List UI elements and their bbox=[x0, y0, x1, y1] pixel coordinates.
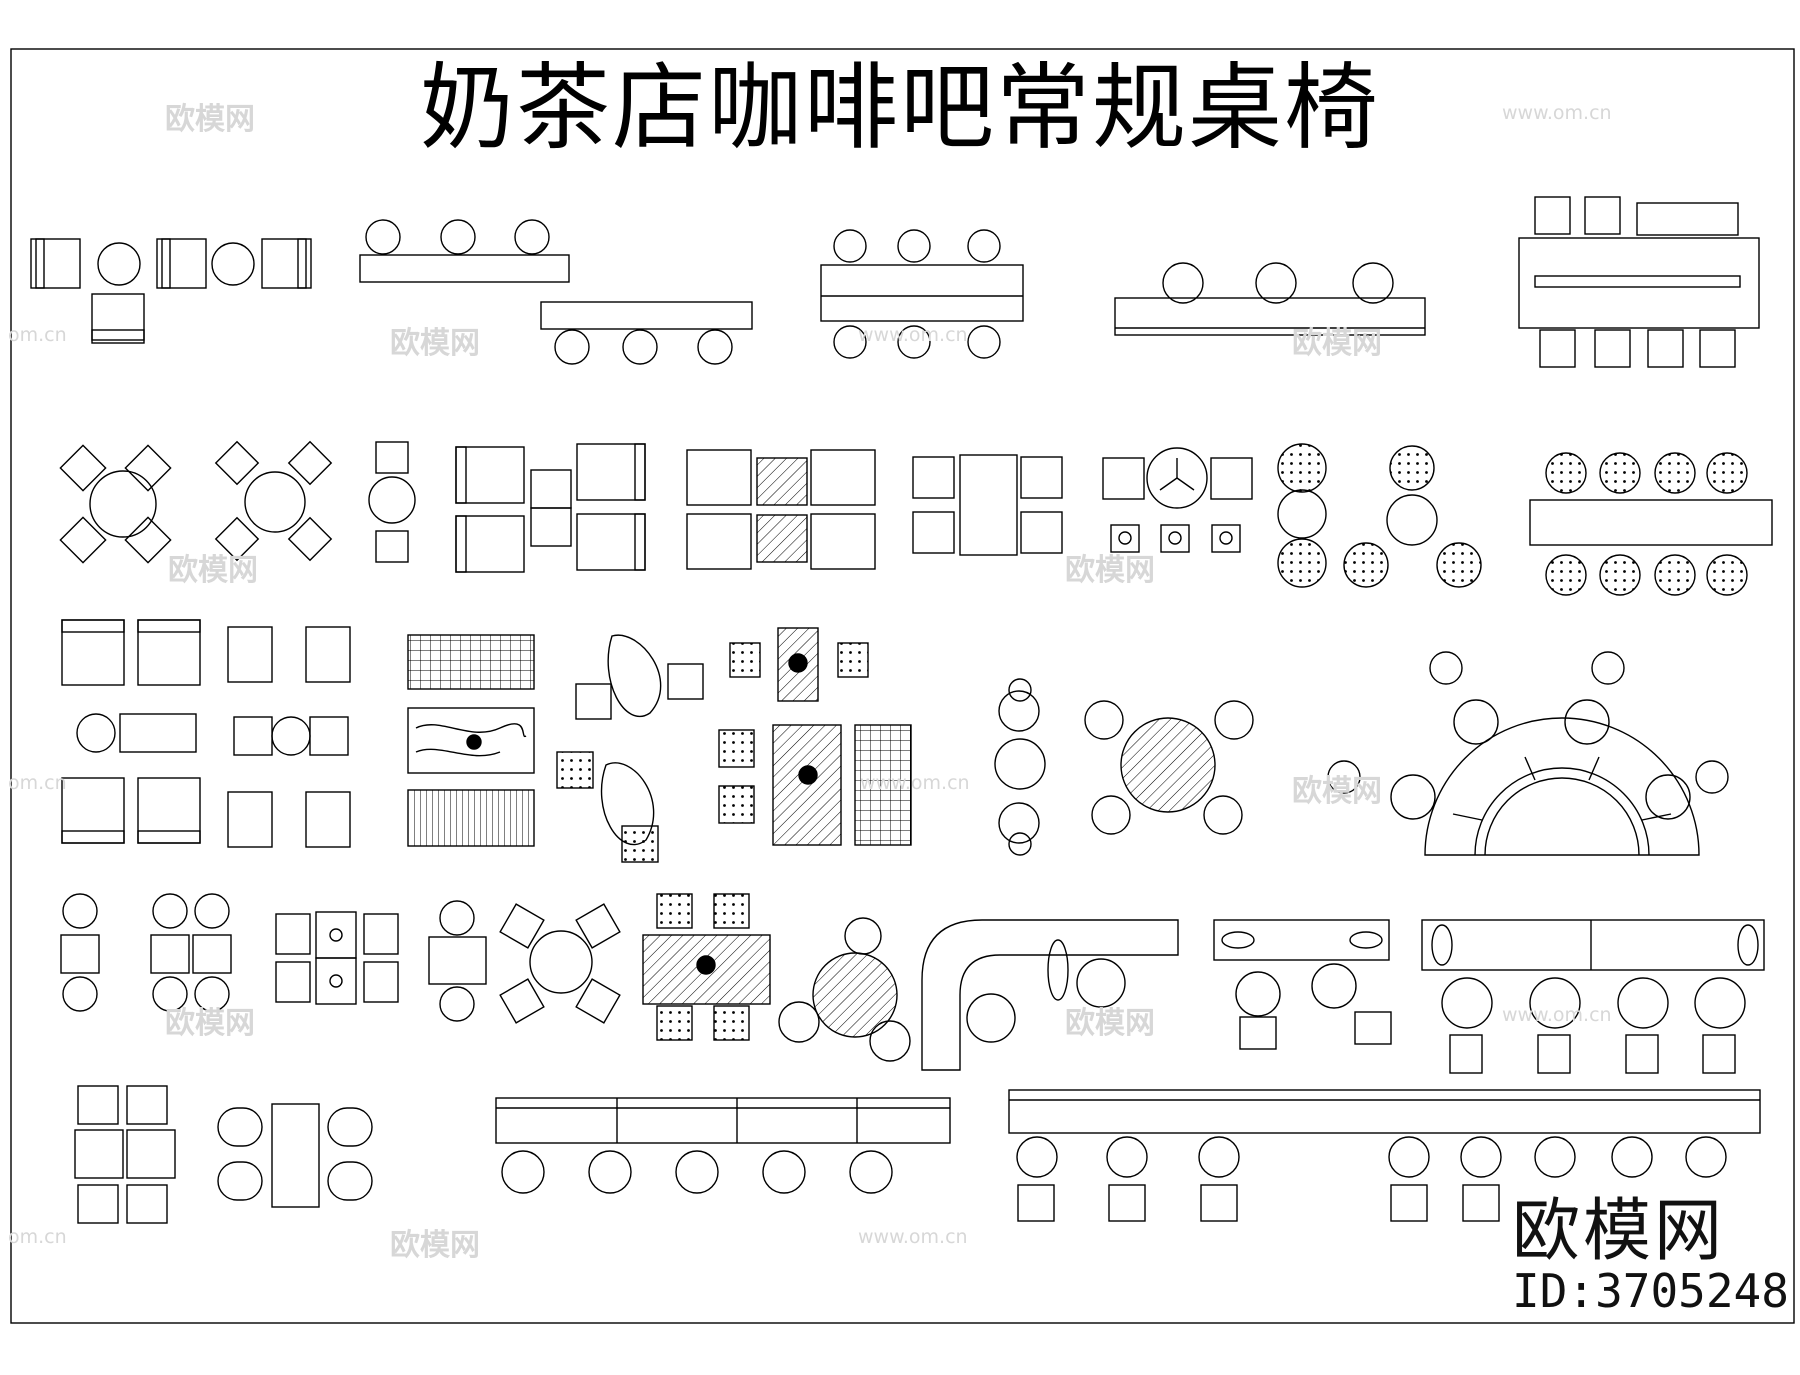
watermark-url: www.om.cn bbox=[1502, 1004, 1612, 1026]
armchair-hatched-tables bbox=[686, 449, 876, 570]
long-table-eight-stools bbox=[1529, 452, 1773, 596]
watermark-brand: 欧模网 bbox=[165, 1006, 255, 1041]
watermark-url: www.om.cn bbox=[860, 772, 970, 794]
sheet-border bbox=[10, 48, 1795, 1324]
hatched-round-table-four-chairs bbox=[1084, 700, 1254, 835]
square-tables-round-stools bbox=[60, 893, 232, 1012]
watermark-brand: 欧模网 bbox=[1065, 553, 1155, 588]
watermark-brand: 欧模网 bbox=[165, 102, 255, 137]
freeform-tables-dotted-chairs bbox=[556, 634, 704, 863]
lounge-chair-round-table-set bbox=[30, 238, 312, 344]
watermark-brand: 欧模网 bbox=[168, 553, 258, 588]
watermark-url: www.om.cn bbox=[858, 324, 968, 346]
watermark-url: www.om.cn bbox=[1502, 102, 1612, 124]
round-table-square-stools bbox=[1102, 447, 1253, 553]
rect-table-six-dotted-chairs bbox=[642, 893, 771, 1041]
bench-tables-armchairs bbox=[1213, 919, 1392, 1050]
square-tables-dotted-chairs bbox=[718, 627, 912, 846]
semicircle-booth-round-tables bbox=[1327, 651, 1729, 856]
sofa-seating-with-tables bbox=[455, 443, 646, 573]
double-bar-counter-stools bbox=[820, 229, 1024, 359]
round-table-pair-chairs bbox=[994, 678, 1046, 856]
watermark-url: www.om.cn bbox=[858, 1226, 968, 1248]
round-table-four-armchairs bbox=[499, 903, 621, 1024]
rect-table-four-chairs bbox=[912, 454, 1063, 556]
booth-tables-armchairs bbox=[275, 911, 399, 1005]
bar-station-with-chairs bbox=[1518, 196, 1760, 368]
round-table-four-chairs-1 bbox=[59, 444, 172, 564]
watermark-brand: 欧模网 bbox=[390, 326, 480, 361]
round-tables-dotted-stools bbox=[1277, 443, 1482, 588]
model-id: ID:3705248 bbox=[1512, 1264, 1789, 1318]
l-shaped-bench-with-tables bbox=[921, 919, 1179, 1071]
watermark-url: om.cn bbox=[8, 324, 67, 346]
watermark-brand: 欧模网 bbox=[1065, 1006, 1155, 1041]
round-table-four-chairs-2 bbox=[214, 440, 333, 562]
sofa-set-with-tables bbox=[61, 619, 351, 848]
rect-table-booth-chairs bbox=[217, 1103, 373, 1208]
round-table-two-chairs bbox=[368, 441, 416, 563]
watermark-brand: 欧模网 bbox=[390, 1228, 480, 1263]
square-table-two-round-chairs bbox=[428, 900, 487, 1022]
watermark-url: om.cn bbox=[8, 1226, 67, 1248]
watermark-brand: 欧模网 bbox=[1292, 326, 1382, 361]
watermark-url: om.cn bbox=[8, 772, 67, 794]
bar-counter-five-stools bbox=[495, 1097, 951, 1194]
wall-bar-counter-stools bbox=[1114, 262, 1426, 336]
cluster-square-seats bbox=[74, 1085, 176, 1224]
long-bench-four-round-tables bbox=[1421, 919, 1765, 1074]
bar-counter-stools-1 bbox=[359, 219, 753, 365]
patterned-rugs-tables bbox=[407, 634, 535, 847]
watermark-brand: 欧模网 bbox=[1292, 774, 1382, 809]
long-bar-counter-stools-chairs bbox=[1008, 1089, 1761, 1222]
brand-stamp: 欧模网 bbox=[1512, 1192, 1726, 1271]
hatched-round-table-lounge-chairs bbox=[778, 917, 911, 1062]
drawing-title: 奶茶店咖啡吧常规桌椅 bbox=[419, 54, 1380, 163]
